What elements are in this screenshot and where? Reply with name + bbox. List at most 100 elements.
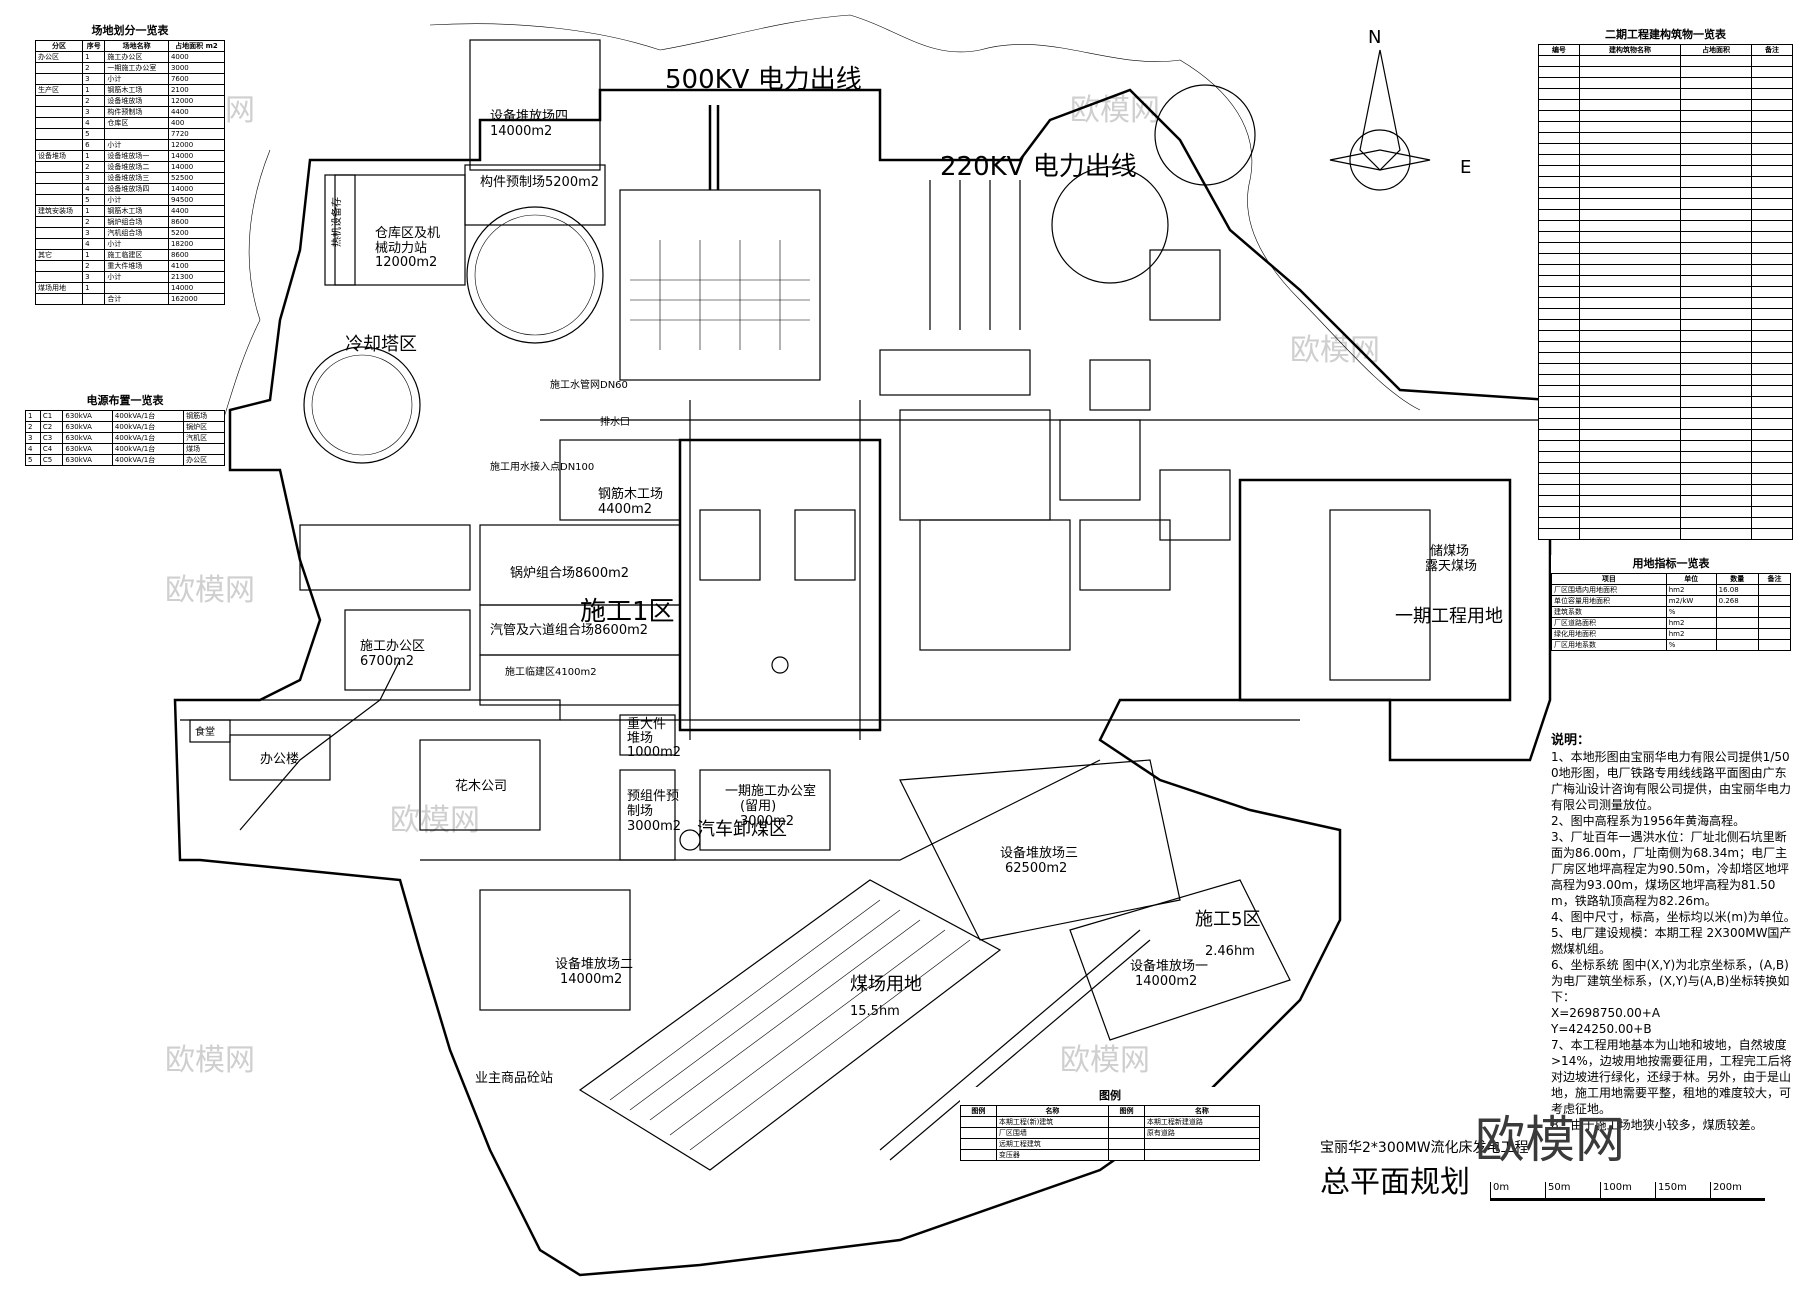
table-cell xyxy=(104,128,169,140)
table-cell xyxy=(1538,99,1580,111)
table-cell: 重大件堆场 xyxy=(104,260,169,272)
table-header-cell: 占地面积 xyxy=(1680,44,1753,56)
table-cell xyxy=(1578,429,1682,441)
note-line: 7、本工程用地基本为山地和坡地，自然坡度>14%，边坡用地按需要征用，工程完工后… xyxy=(1551,1038,1792,1116)
table-cell xyxy=(1751,154,1793,166)
table-cell: 设备堆放场一 xyxy=(104,150,169,162)
table-cell xyxy=(1578,99,1682,111)
label-yard4-area: 14000m2 xyxy=(490,124,552,139)
scale-tick: 100m xyxy=(1600,1182,1655,1198)
notes-title: 说明： xyxy=(1551,733,1591,748)
table-header-cell: 单位 xyxy=(1665,573,1717,585)
table-row xyxy=(1538,429,1793,441)
table-cell xyxy=(1578,198,1682,210)
table-cell xyxy=(1538,506,1580,518)
table-row xyxy=(1538,396,1793,408)
table-cell: 钢筋木工场 xyxy=(104,205,169,217)
table-cell xyxy=(1751,396,1793,408)
table-cell: 5 xyxy=(82,194,106,206)
table-cell xyxy=(1680,253,1753,265)
table-row xyxy=(1538,451,1793,463)
table-row xyxy=(1538,528,1793,540)
table-cell xyxy=(1538,429,1580,441)
table-row: 建筑系数% xyxy=(1551,606,1792,618)
table-cell xyxy=(1538,242,1580,254)
table-cell: 建筑系数 xyxy=(1551,606,1667,618)
table-row xyxy=(1538,99,1793,111)
table-cell: 1 xyxy=(82,249,106,261)
table-row xyxy=(1538,209,1793,221)
table-cell xyxy=(1680,363,1753,375)
table-cell xyxy=(1680,88,1753,100)
table-cell xyxy=(1578,220,1682,232)
table-row: 厂区用地系数% xyxy=(1551,639,1792,651)
table-cell xyxy=(1680,407,1753,419)
table-cell xyxy=(1680,121,1753,133)
table-cell xyxy=(1578,418,1682,430)
building-list-title: 二期工程建构筑物一览表 xyxy=(1605,28,1726,41)
table-cell xyxy=(1680,99,1753,111)
table-cell: 厂区围墙 xyxy=(995,1127,1110,1139)
watermark-text: 欧模网 xyxy=(1070,93,1160,128)
table-cell xyxy=(1680,396,1753,408)
table-cell: 汽机组合场 xyxy=(104,227,169,239)
table-cell xyxy=(1680,165,1753,177)
table-cell xyxy=(1538,143,1580,155)
table-cell xyxy=(1751,385,1793,397)
substation xyxy=(1089,359,1151,411)
table-cell xyxy=(1751,308,1793,320)
label-boiler: 锅炉组合场8600m2 xyxy=(510,565,629,581)
flower-company xyxy=(419,739,541,831)
table-cell xyxy=(1538,132,1580,144)
table-cell xyxy=(960,1138,997,1150)
note-line: 5、电厂建设规模：本期工程 2X300MW国产燃煤机组。 xyxy=(1551,926,1792,956)
table-cell xyxy=(960,1116,997,1128)
table-cell xyxy=(34,194,84,206)
table-cell xyxy=(1680,484,1753,496)
table-row: 本期工程(新)建筑本期工程新建道路 xyxy=(960,1116,1261,1128)
table-header-cell: 项目 xyxy=(1551,573,1667,585)
table-cell: 施工临建区 xyxy=(104,249,169,261)
cooling-tower xyxy=(1154,84,1256,186)
table-cell: C5 xyxy=(39,454,64,466)
label-zone5: 施工5区 xyxy=(1195,909,1260,930)
table-cell xyxy=(1578,176,1682,188)
table-cell: 远期工程建筑 xyxy=(995,1138,1110,1150)
table-cell xyxy=(1578,286,1682,298)
table-cell xyxy=(1680,473,1753,485)
table-cell: 400kVA/1台 xyxy=(111,410,185,422)
table-cell: 2100 xyxy=(167,84,226,96)
table-cell: 52500 xyxy=(167,172,226,184)
boiler-assembly-area xyxy=(479,524,681,606)
table-cell xyxy=(34,293,84,305)
table-row xyxy=(1538,121,1793,133)
table-row xyxy=(1538,253,1793,265)
label-concrete: 业主商品砼站 xyxy=(475,1071,553,1086)
table-row xyxy=(1538,88,1793,100)
table-cell xyxy=(1680,440,1753,452)
table-row xyxy=(1538,176,1793,188)
note-line: Y=424250.00+B xyxy=(1551,1022,1652,1036)
table-row xyxy=(1538,440,1793,452)
table-cell xyxy=(1680,528,1753,540)
table-cell xyxy=(1715,617,1759,629)
road xyxy=(180,699,561,721)
table-cell xyxy=(1538,220,1580,232)
table-cell xyxy=(1578,187,1682,199)
table-cell xyxy=(1751,297,1793,309)
table-cell: 单位容量用地面积 xyxy=(1551,595,1667,607)
table-cell: 锅炉组合场 xyxy=(104,216,169,228)
table-cell: C2 xyxy=(39,421,64,433)
table-cell: 4 xyxy=(82,238,106,250)
label-500kv: 500KV 电力出线 xyxy=(665,65,862,95)
table-cell xyxy=(1680,220,1753,232)
